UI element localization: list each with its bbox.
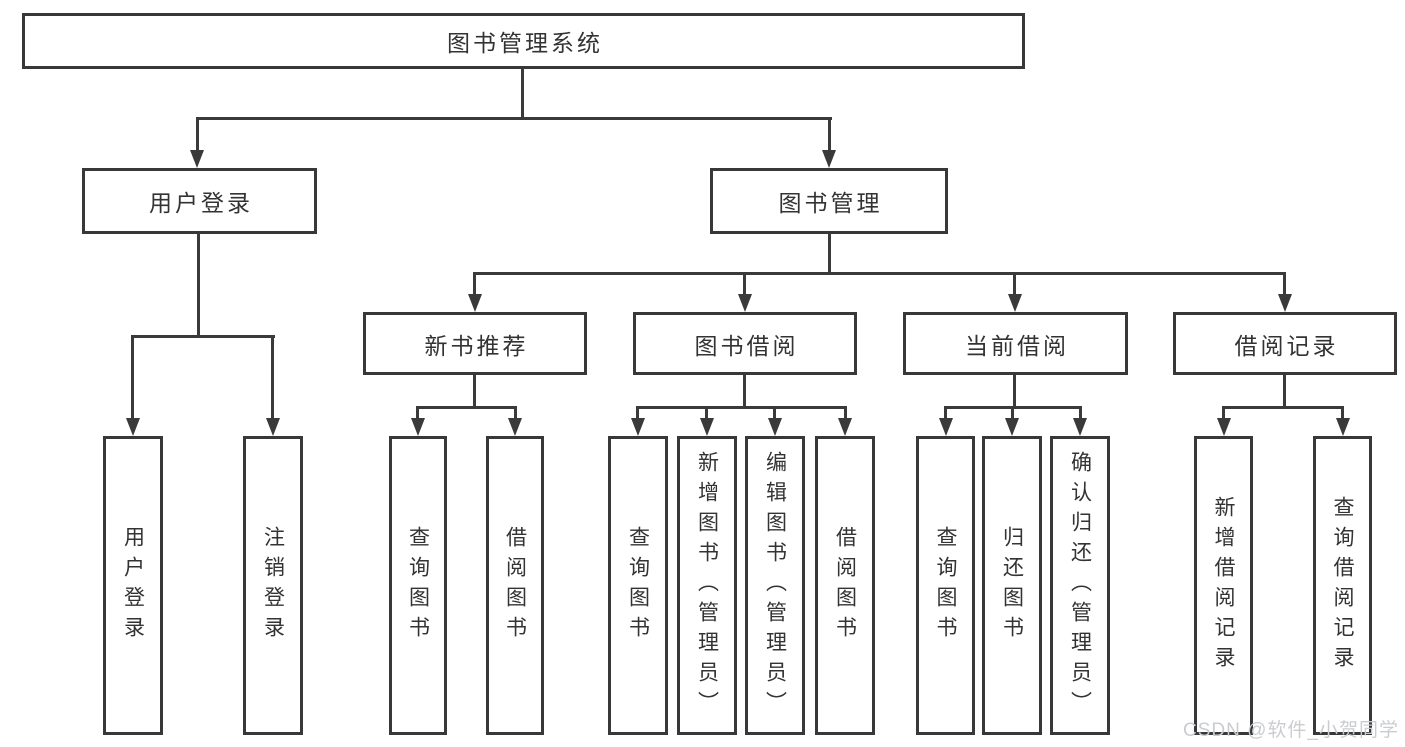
- leaf-bb-edit-book-label: 编辑图书（管理员）: [763, 450, 787, 721]
- connector-l1-hbar: [196, 117, 832, 120]
- arrow-to-bb-borrow: [838, 418, 852, 436]
- connector-nbr-hbar: [416, 406, 517, 409]
- arrow-to-current-borrow: [1008, 294, 1022, 312]
- node-user-login: 用户登录: [82, 168, 317, 234]
- connector-l3-drop-1: [473, 272, 476, 296]
- leaf-nbr-query-book: 查询图书: [389, 436, 447, 735]
- leaf-user-login: 用户登录: [103, 436, 163, 735]
- leaf-bb-query-book-label: 查询图书: [626, 525, 650, 646]
- connector-bb-drop-2: [705, 406, 708, 420]
- connector-user-login-hbar: [131, 335, 275, 338]
- node-book-borrow: 图书借阅: [633, 312, 857, 375]
- leaf-br-add-record: 新增借阅记录: [1194, 436, 1253, 735]
- leaf-br-add-record-label: 新增借阅记录: [1212, 495, 1235, 676]
- connector-l3-drop-2: [743, 272, 746, 296]
- node-book-mgmt: 图书管理: [710, 168, 948, 234]
- csdn-watermark: CSDN @软件_小贺同学: [1183, 720, 1399, 741]
- connector-br-drop-2: [1341, 406, 1344, 420]
- leaf-cb-query-book: 查询图书: [916, 436, 975, 735]
- connector-user-login-drop-1: [131, 335, 134, 420]
- leaf-nbr-borrow-book-label: 借阅图书: [503, 525, 527, 646]
- leaf-bb-add-book-label: 新增图书（管理员）: [695, 450, 719, 721]
- arrow-to-nbr-borrow: [508, 418, 522, 436]
- connector-br-hbar: [1222, 406, 1344, 409]
- leaf-nbr-borrow-book: 借阅图书: [486, 436, 544, 735]
- arrow-to-borrow-record: [1278, 294, 1292, 312]
- arrow-to-user-login: [190, 150, 204, 168]
- connector-user-login-stem: [197, 234, 200, 337]
- arrow-to-book-borrow: [738, 294, 752, 312]
- node-user-login-label: 用户登录: [149, 190, 253, 216]
- arrow-to-bb-query: [631, 418, 645, 436]
- connector-root-stem: [521, 69, 524, 119]
- connector-nbr-drop-2: [514, 406, 517, 420]
- connector-cb-stem: [1013, 375, 1016, 408]
- connector-cb-drop-2: [1011, 406, 1014, 420]
- connector-bb-drop-4: [844, 406, 847, 420]
- connector-bb-stem: [743, 375, 746, 408]
- connector-nbr-stem: [473, 375, 476, 408]
- node-current-borrow: 当前借阅: [903, 312, 1128, 375]
- arrow-to-br-add: [1217, 418, 1231, 436]
- node-book-borrow-label: 图书借阅: [694, 332, 799, 359]
- leaf-cb-confirm-return-label: 确认归还（管理员）: [1068, 450, 1092, 721]
- leaf-logout: 注销登录: [243, 436, 303, 735]
- leaf-bb-borrow-book: 借阅图书: [815, 436, 875, 735]
- node-book-mgmt-label: 图书管理: [778, 190, 883, 216]
- connector-l3-hbar: [473, 272, 1286, 275]
- leaf-cb-return-book: 归还图书: [982, 436, 1042, 735]
- leaf-user-login-label: 用户登录: [121, 525, 145, 646]
- connector-br-stem: [1283, 375, 1286, 408]
- arrow-to-new-book-rec: [468, 294, 482, 312]
- leaf-nbr-query-book-label: 查询图书: [406, 525, 430, 646]
- connector-cb-drop-3: [1079, 406, 1082, 420]
- leaf-bb-query-book: 查询图书: [608, 436, 668, 735]
- leaf-cb-confirm-return: 确认归还（管理员）: [1050, 436, 1110, 735]
- leaf-logout-label: 注销登录: [261, 525, 285, 646]
- node-root-label: 图书管理系统: [447, 30, 603, 56]
- leaf-br-query-record-label: 查询借阅记录: [1331, 495, 1354, 676]
- arrow-to-leaf-user-login: [126, 418, 140, 436]
- node-root-system: 图书管理系统: [22, 13, 1025, 69]
- leaf-cb-return-book-label: 归还图书: [1000, 525, 1024, 646]
- arrow-to-bb-edit: [768, 418, 782, 436]
- connector-book-mgmt-stem: [828, 234, 831, 274]
- arrow-to-br-query: [1336, 418, 1350, 436]
- arrow-to-book-mgmt: [822, 150, 836, 168]
- arrow-to-cb-confirm: [1073, 418, 1087, 436]
- connector-l3-drop-3: [1013, 272, 1016, 296]
- arrow-to-bb-add: [700, 418, 714, 436]
- connector-cb-drop-1: [944, 406, 947, 420]
- connector-br-drop-1: [1222, 406, 1225, 420]
- connector-user-login-drop-2: [271, 335, 274, 420]
- leaf-bb-borrow-book-label: 借阅图书: [833, 525, 857, 646]
- node-new-book-rec: 新书推荐: [363, 312, 587, 375]
- connector-nbr-drop-1: [416, 406, 419, 420]
- arrow-to-nbr-query: [411, 418, 425, 436]
- arrow-to-cb-query: [939, 418, 953, 436]
- connector-l3-drop-4: [1283, 272, 1286, 296]
- arrow-to-leaf-logout: [266, 418, 280, 436]
- connector-bb-drop-1: [636, 406, 639, 420]
- node-current-borrow-label: 当前借阅: [965, 332, 1069, 359]
- node-new-book-rec-label: 新书推荐: [424, 332, 529, 359]
- leaf-br-query-record: 查询借阅记录: [1313, 436, 1372, 735]
- connector-l1-drop-left: [196, 117, 199, 151]
- leaf-cb-query-book-label: 查询图书: [934, 525, 957, 646]
- node-borrow-record-label: 借阅记录: [1234, 332, 1339, 359]
- leaf-bb-add-book: 新增图书（管理员）: [677, 436, 737, 735]
- connector-bb-drop-3: [773, 406, 776, 420]
- connector-l1-drop-right: [828, 117, 831, 151]
- leaf-bb-edit-book: 编辑图书（管理员）: [745, 436, 805, 735]
- connector-bb-hbar: [636, 406, 847, 409]
- arrow-to-cb-return: [1005, 418, 1019, 436]
- node-borrow-record: 借阅记录: [1173, 312, 1397, 375]
